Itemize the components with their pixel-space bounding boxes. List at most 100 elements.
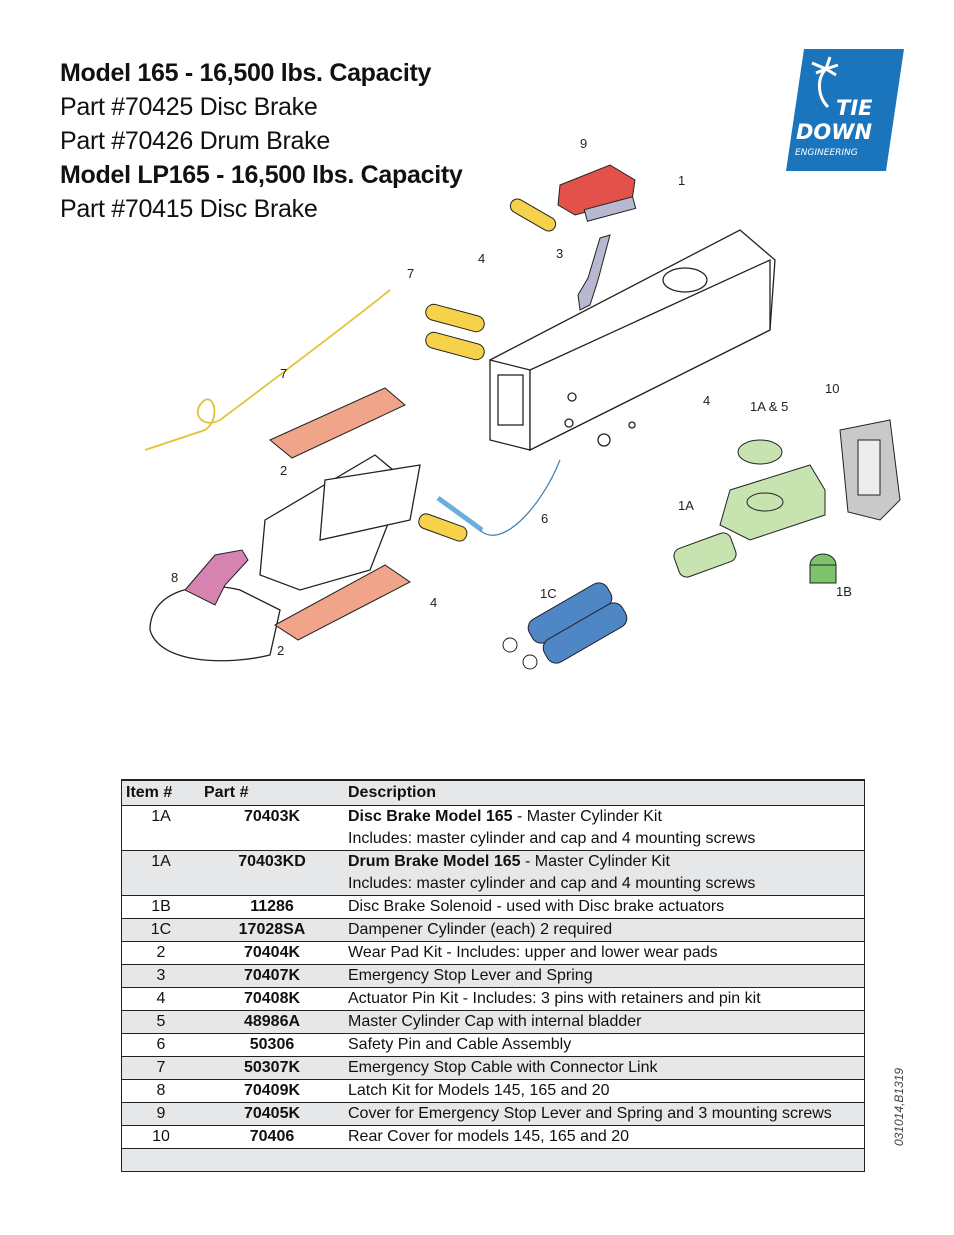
coupler-head [149, 454, 421, 662]
cell-description: Actuator Pin Kit - Includes: 3 pins with… [344, 987, 865, 1011]
cell-item: 2 [121, 941, 200, 965]
title-model-lp165: Model LP165 - 16,500 lbs. Capacity [60, 161, 463, 189]
cell-description: Emergency Stop Cable with Connector Link [344, 1056, 865, 1080]
cell-part: 70404K [200, 941, 344, 965]
table-row-empty [121, 1148, 865, 1172]
lower-wear-pad-2 [274, 564, 411, 641]
cell-item: 7 [121, 1056, 200, 1080]
cell-part: 48986A [200, 1010, 344, 1034]
cell-part: 11286 [200, 895, 344, 919]
palm-trunk-icon [818, 67, 830, 109]
subtitle-part-70426: Part #70426 Drum Brake [60, 127, 330, 155]
label-1: 1 [678, 173, 685, 188]
cell-description: Wear Pad Kit - Includes: upper and lower… [344, 941, 865, 965]
cell-item: 3 [121, 964, 200, 988]
exploded-parts-diagram: 9 1 4 3 7 7 2 2 8 6 4 4 1A & 5 10 1A 1C … [144, 136, 901, 670]
cell-item: 8 [121, 1079, 200, 1103]
cell-part: 70403K [200, 805, 344, 828]
header-item: Item # [121, 779, 200, 806]
cell-description: Rear Cover for models 145, 165 and 20 [344, 1125, 865, 1149]
label-2-lower: 2 [277, 643, 284, 658]
cell-item: 6 [121, 1033, 200, 1057]
cell-description: Safety Pin and Cable Assembly [344, 1033, 865, 1057]
cell-description: Emergency Stop Lever and Spring [344, 964, 865, 988]
label-7-cable: 7 [280, 366, 287, 381]
safety-pin-6 [436, 495, 484, 533]
label-6: 6 [541, 511, 548, 526]
title-model-165: Model 165 - 16,500 lbs. Capacity [60, 59, 432, 87]
table-row: 1A 70403K Disc Brake Model 165 - Master … [121, 805, 865, 828]
cylinder-cap-5 [737, 439, 783, 465]
safety-cable [479, 459, 561, 536]
table-row: 10 70406 Rear Cover for models 145, 165 … [121, 1125, 865, 1149]
upper-wear-pad-2 [269, 387, 406, 459]
palm-leaves-icon [811, 56, 839, 77]
label-2-upper: 2 [280, 463, 287, 478]
table-row: 8 70409K Latch Kit for Models 145, 165 a… [121, 1079, 865, 1103]
label-7-link: 7 [407, 266, 414, 281]
label-4-bottom: 4 [430, 595, 437, 610]
label-8: 8 [171, 570, 178, 585]
logo-down: DOWN [796, 120, 872, 144]
rear-cover-10 [839, 419, 901, 521]
table-row: 5 48986A Master Cylinder Cap with intern… [121, 1010, 865, 1034]
actuator-housing [489, 229, 776, 452]
cell-description: Disc Brake Model 165 - Master Cylinder K… [344, 805, 865, 828]
desc-text: - Master Cylinder Kit [520, 853, 670, 870]
cell-part: 70407K [200, 964, 344, 988]
table-row-continuation: Includes: master cylinder and cap and 4 … [121, 873, 865, 896]
desc-bold: Disc Brake Model 165 [348, 808, 513, 825]
cell-part: 70409K [200, 1079, 344, 1103]
cell-description: Cover for Emergency Stop Lever and Sprin… [344, 1102, 865, 1126]
master-cylinder-1a [673, 439, 826, 578]
cell-part: 50307K [200, 1056, 344, 1080]
cell-part: 70406 [200, 1125, 344, 1149]
table-row: 3 70407K Emergency Stop Lever and Spring [121, 964, 865, 988]
table-row: 2 70404K Wear Pad Kit - Includes: upper … [121, 941, 865, 965]
table-row: 9 70405K Cover for Emergency Stop Lever … [121, 1102, 865, 1126]
cell-item: 5 [121, 1010, 200, 1034]
cell-part: 70403KD [200, 850, 344, 873]
label-1a-and-5: 1A & 5 [750, 399, 788, 414]
dampener-cylinders-1c [502, 582, 628, 670]
cell-part: 70405K [200, 1102, 344, 1126]
label-4-top: 4 [478, 251, 485, 266]
table-row: 1A 70403KD Drum Brake Model 165 - Master… [121, 850, 865, 873]
cell-description-line2: Includes: master cylinder and cap and 4 … [348, 830, 756, 847]
table-row: 6 50306 Safety Pin and Cable Assembly [121, 1033, 865, 1057]
subtitle-part-70425: Part #70425 Disc Brake [60, 93, 318, 121]
label-3: 3 [556, 246, 563, 261]
cell-part: 50306 [200, 1033, 344, 1057]
title-block: Model 165 - 16,500 lbs. Capacity Part #7… [60, 56, 463, 226]
table-row: 4 70408K Actuator Pin Kit - Includes: 3 … [121, 987, 865, 1011]
document-id: 031014,B1319 [892, 1067, 907, 1147]
table-row: 1B 11286 Disc Brake Solenoid - used with… [121, 895, 865, 919]
cell-description: Drum Brake Model 165 - Master Cylinder K… [344, 850, 865, 873]
cell-description: Latch Kit for Models 145, 165 and 20 [344, 1079, 865, 1103]
label-4-right: 4 [703, 393, 710, 408]
subtitle-part-70415: Part #70415 Disc Brake [60, 195, 318, 223]
logo-engineering: ENGINEERING [795, 148, 858, 158]
label-1b: 1B [836, 584, 852, 599]
desc-bold: Drum Brake Model 165 [348, 853, 521, 870]
cell-description: Disc Brake Solenoid - used with Disc bra… [344, 895, 865, 919]
parts-table: Item # Part # Description 1A 70403K Disc… [121, 779, 865, 1172]
cell-item: 1A [121, 805, 200, 828]
label-1c: 1C [540, 586, 557, 601]
cell-item: 10 [121, 1125, 200, 1149]
cell-item: 1A [121, 850, 200, 873]
table-header-row: Item # Part # Description [121, 779, 865, 806]
table-row: 1C 17028SA Dampener Cylinder (each) 2 re… [121, 918, 865, 942]
emergency-lever-3 [577, 234, 611, 311]
logo-background [786, 49, 904, 171]
cell-part: 17028SA [200, 918, 344, 942]
logo-tie: TIE [836, 96, 873, 120]
cell-description: Dampener Cylinder (each) 2 required [344, 918, 865, 942]
label-9: 9 [580, 136, 587, 151]
actuator-pins-4 [418, 198, 557, 542]
label-10: 10 [825, 381, 839, 396]
latch-part-8 [184, 549, 249, 606]
cell-item: 9 [121, 1102, 200, 1126]
label-1a: 1A [678, 498, 694, 513]
table-row-continuation: Includes: master cylinder and cap and 4 … [122, 828, 865, 851]
